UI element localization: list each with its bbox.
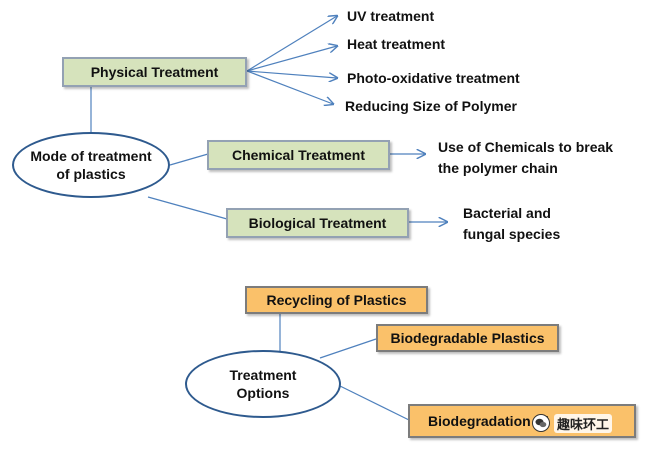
- biodegradable-plastics-label: Biodegradable Plastics: [390, 330, 545, 346]
- line-mode-chemical: [169, 153, 209, 166]
- arrow-uv: [246, 16, 337, 72]
- chemical-treatment-label: Chemical Treatment: [231, 147, 366, 163]
- physical-treatment-label: Physical Treatment: [90, 64, 219, 80]
- biological-treatment-label: Biological Treatment: [248, 215, 387, 231]
- line-options-biodegradation: [337, 384, 410, 421]
- line-options-biodegradable: [319, 338, 377, 359]
- treatment-options-ellipse: Treatment Options: [185, 350, 341, 418]
- line-mode-biological: [147, 196, 228, 220]
- physical-item-uv: UV treatment: [347, 8, 435, 24]
- biological-result-line2: fungal species: [463, 226, 561, 242]
- biodegradation-label: Biodegradation of: [428, 413, 548, 429]
- treatment-options-line2: Options: [236, 385, 290, 401]
- physical-item-reduce: Reducing Size of Polymer: [345, 98, 517, 114]
- mode-of-treatment-label: Mode of treatment of plastics: [30, 148, 152, 182]
- recycling-of-plastics-box: Recycling of Plastics: [245, 286, 428, 314]
- recycling-of-plastics-label: Recycling of Plastics: [266, 292, 407, 308]
- physical-item-heat: Heat treatment: [347, 36, 446, 52]
- treatment-options-line1: Treatment: [229, 367, 297, 383]
- biological-treatment-box: Biological Treatment: [226, 208, 409, 238]
- watermark-text: 趣味环工: [554, 413, 613, 433]
- mode-of-treatment-ellipse: Mode of treatment of plastics: [12, 132, 170, 198]
- physical-item-photo: Photo-oxidative treatment: [347, 70, 520, 86]
- arrow-photo: [246, 70, 337, 78]
- biodegradable-plastics-box: Biodegradable Plastics: [376, 324, 559, 352]
- arrow-reduce: [246, 70, 333, 104]
- physical-treatment-box: Physical Treatment: [62, 57, 247, 87]
- watermark: 趣味环工: [532, 412, 632, 434]
- chemical-result-line1: Use of Chemicals to break: [438, 139, 614, 155]
- chemical-result-line2: the polymer chain: [438, 160, 558, 176]
- arrow-heat: [246, 46, 337, 72]
- biological-result-line1: Bacterial and: [463, 205, 551, 221]
- wechat-logo-icon: [532, 414, 550, 432]
- chemical-treatment-box: Chemical Treatment: [207, 140, 390, 170]
